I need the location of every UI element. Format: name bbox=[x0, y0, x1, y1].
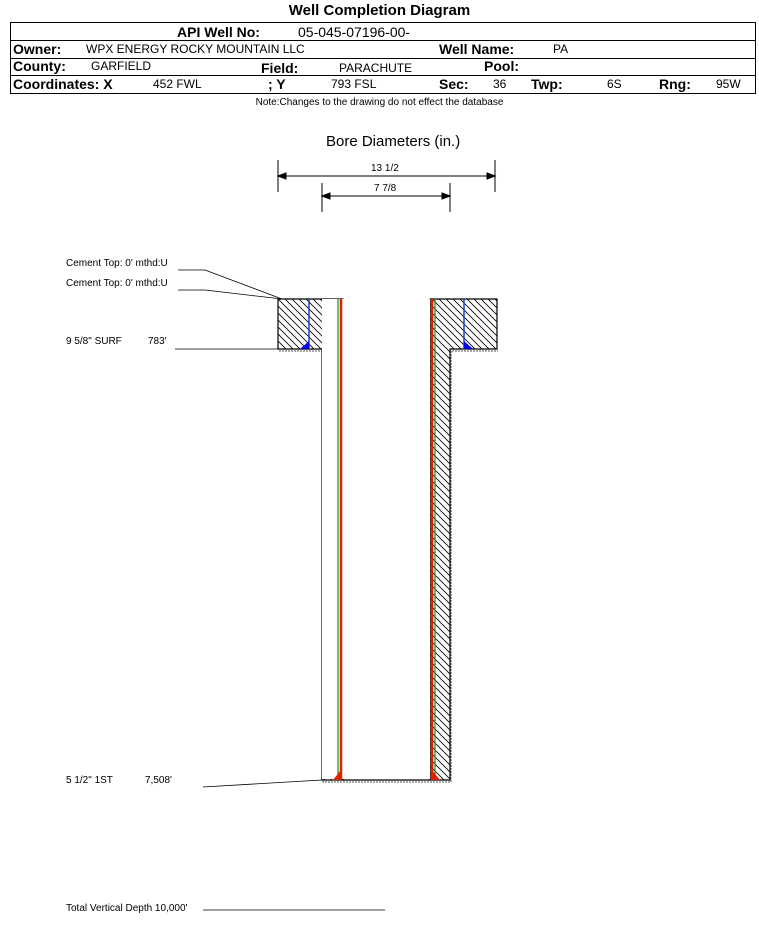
well-name-value: PA bbox=[553, 42, 569, 56]
county-value: GARFIELD bbox=[91, 59, 152, 73]
surface-casing-label: 9 5/8" SURF bbox=[66, 336, 122, 347]
production-casing-depth: 7,508' bbox=[145, 775, 172, 786]
surface-casing-depth: 783' bbox=[148, 336, 167, 347]
coord-x-value: 452 FWL bbox=[153, 77, 202, 91]
api-label: API Well No: bbox=[177, 24, 260, 40]
sec-label: Sec: bbox=[439, 76, 469, 92]
county-label: County: bbox=[13, 58, 66, 74]
twp-value: 6S bbox=[607, 77, 622, 91]
production-casing-label: 5 1/2" 1ST bbox=[66, 775, 113, 786]
coord-y-value: 793 FSL bbox=[331, 77, 377, 91]
coord-x-label: Coordinates: X bbox=[13, 76, 113, 92]
twp-label: Twp: bbox=[531, 76, 563, 92]
api-value: 05-045-07196-00- bbox=[298, 24, 411, 40]
bore-dimension-lines bbox=[276, 160, 497, 212]
rng-label: Rng: bbox=[659, 76, 691, 92]
owner-value: WPX ENERGY ROCKY MOUNTAIN LLC bbox=[86, 42, 305, 56]
well-name-label: Well Name: bbox=[439, 41, 515, 57]
total-vertical-depth: Total Vertical Depth 10,000' bbox=[66, 903, 188, 914]
owner-label: Owner: bbox=[13, 41, 62, 57]
field-value: PARACHUTE bbox=[339, 61, 413, 75]
coord-y-label: ; Y bbox=[268, 76, 286, 92]
cement-top-2: Cement Top: 0' mthd:U bbox=[66, 278, 168, 289]
field-label: Field: bbox=[261, 60, 299, 76]
bore-title: Bore Diameters (in.) bbox=[326, 133, 461, 150]
note: Note:Changes to the drawing do not effec… bbox=[255, 97, 504, 108]
pool-label: Pool: bbox=[484, 58, 519, 74]
bore-outer-label: 13 1/2 bbox=[371, 163, 399, 174]
well-header-table: API Well No: 05-045-07196-00- Owner: WPX… bbox=[10, 22, 756, 94]
cement-top-1: Cement Top: 0' mthd:U bbox=[66, 258, 168, 269]
page-title: Well Completion Diagram bbox=[288, 2, 471, 19]
surface-bore-right bbox=[429, 298, 498, 781]
rng-value: 95W bbox=[716, 77, 741, 91]
bore-inner-label: 7 7/8 bbox=[374, 183, 397, 194]
sec-value: 36 bbox=[493, 77, 507, 91]
